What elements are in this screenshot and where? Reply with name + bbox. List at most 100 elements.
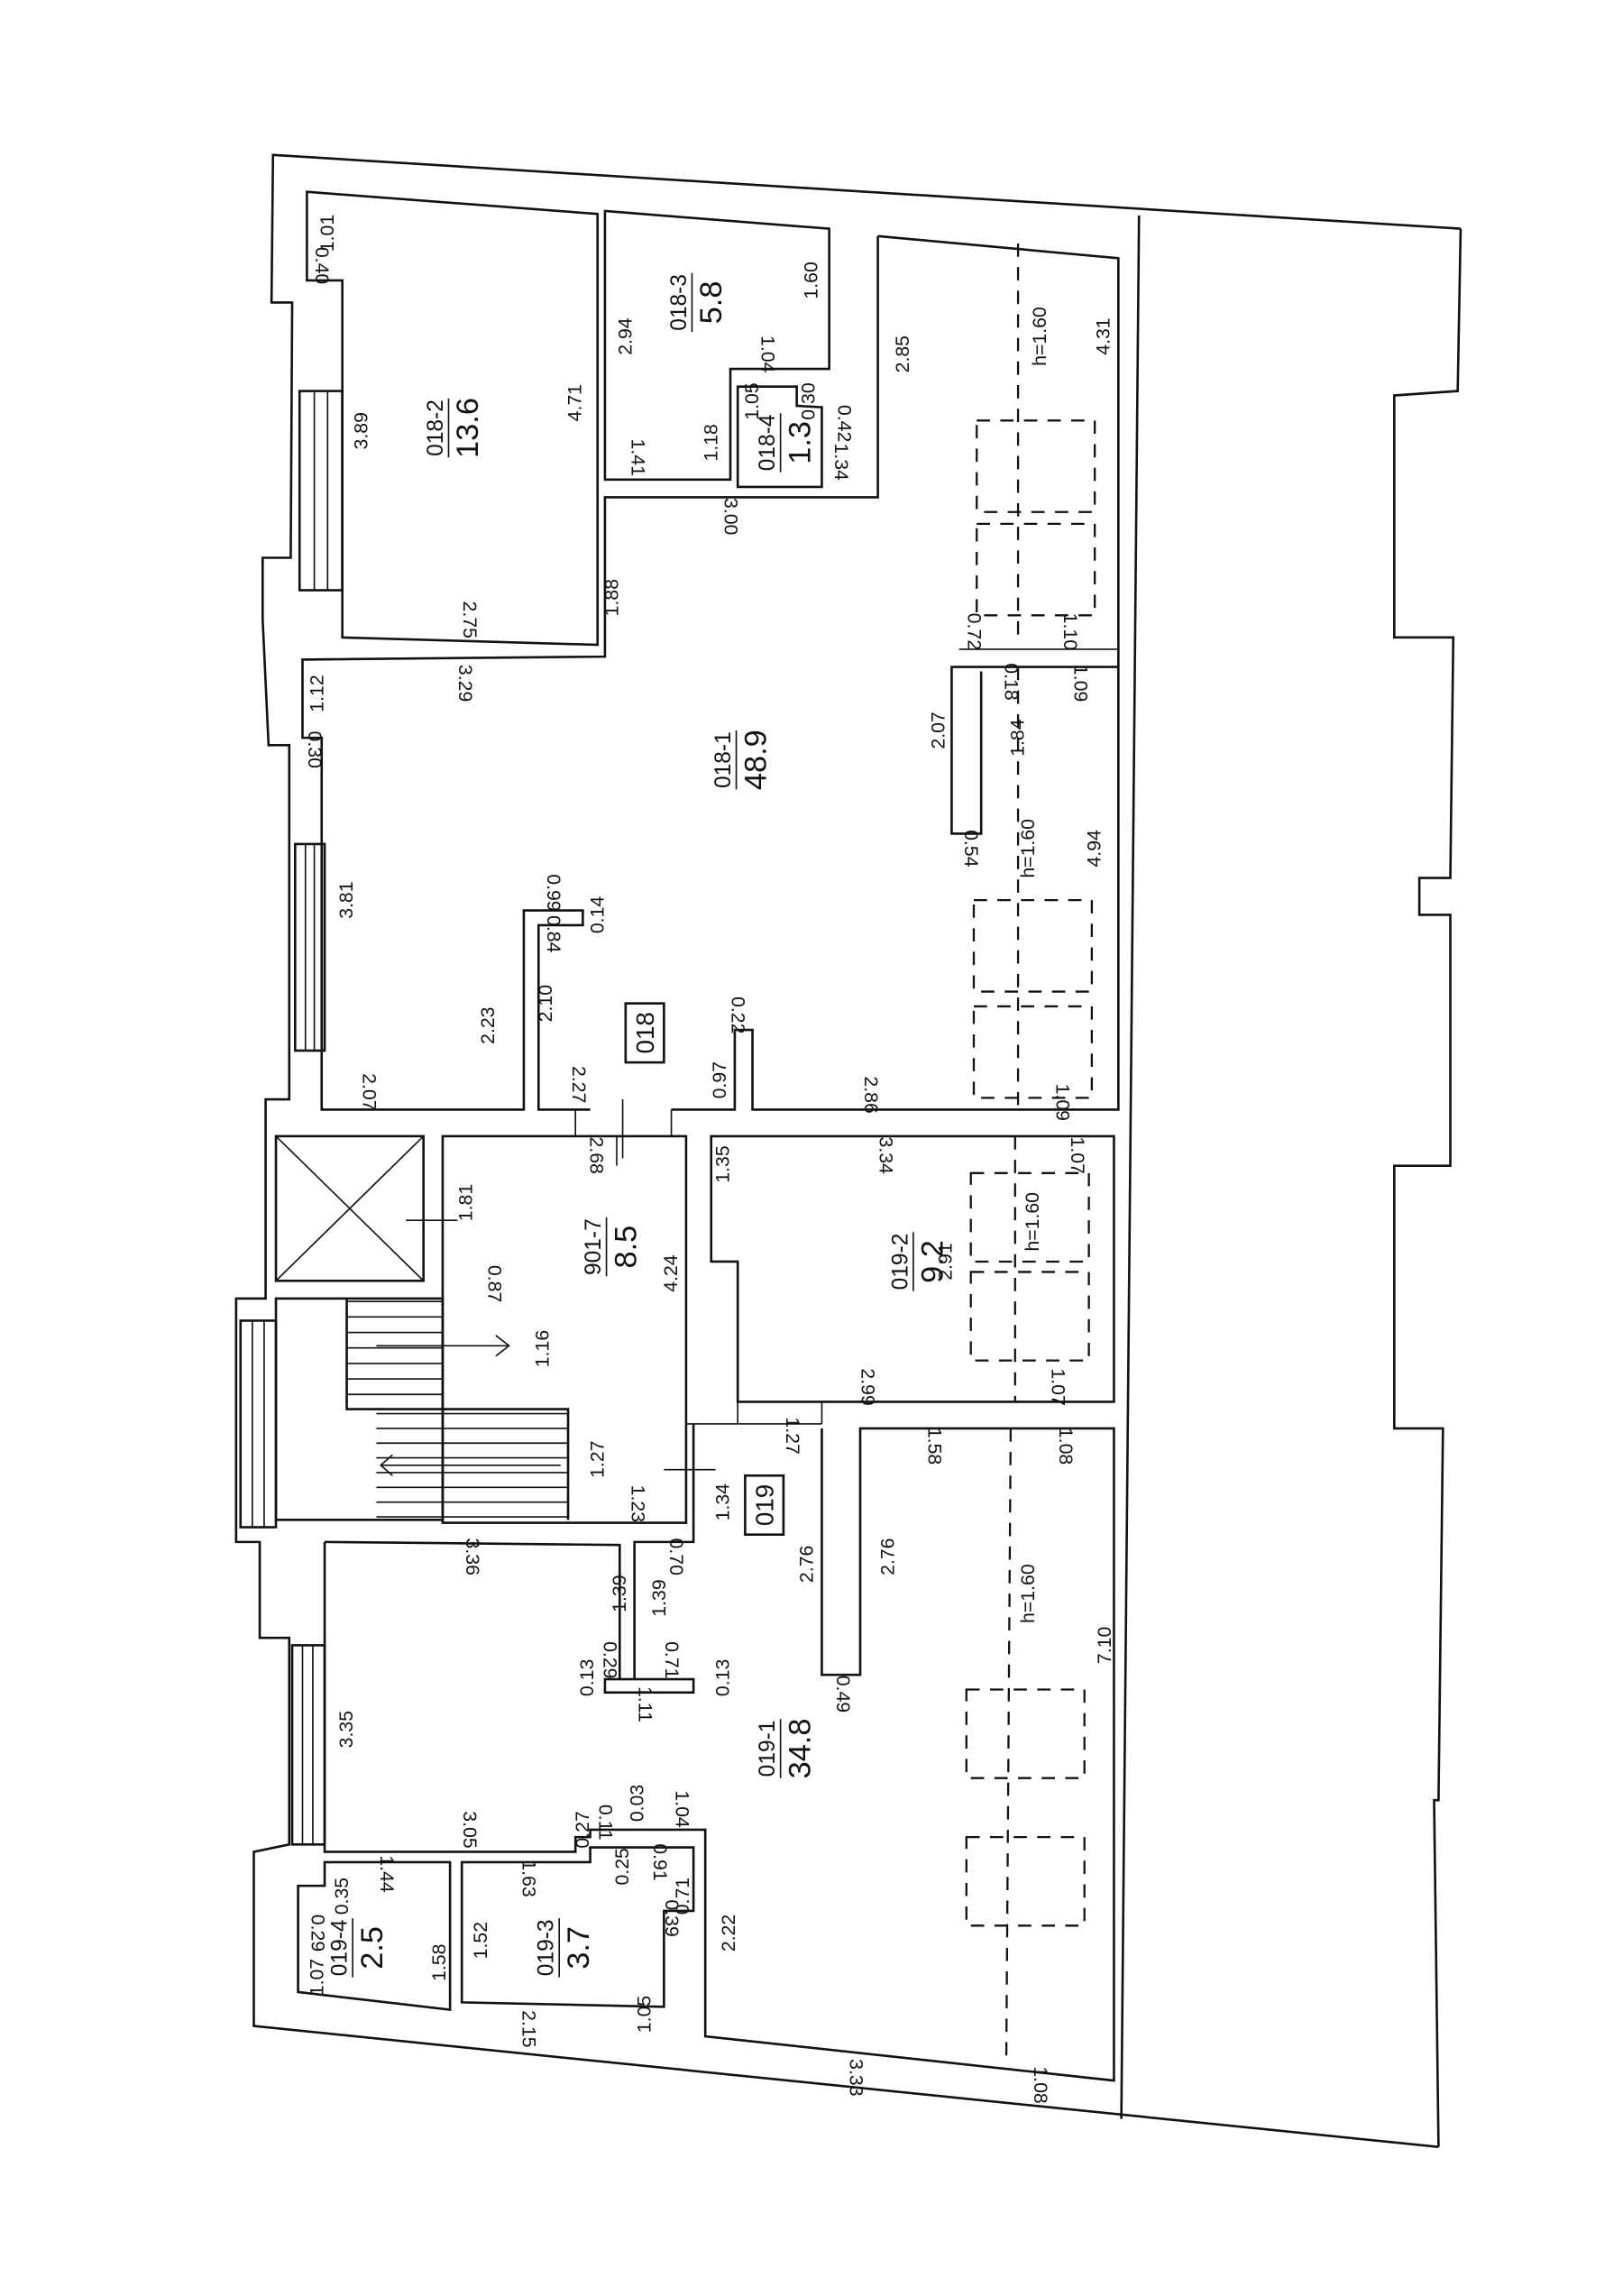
staircase [274,1297,570,1521]
dashed-equipment [965,243,1096,2066]
room-018-3-outline [603,209,830,482]
dimension-label: 0.71 [661,1641,683,1678]
dimension-label: 0.13 [576,1659,598,1696]
dimension-label: h=1.60 [1029,307,1050,366]
dimension-label: 0.42 [833,405,855,442]
walls [234,153,1463,2149]
room-019-4-outline [297,1860,452,2012]
dimension-label: 1.63 [518,1860,539,1896]
room-code: 019-4 [328,1919,353,1976]
dimension-label: 1.58 [428,1944,450,1981]
dimension-label: 3.29 [454,665,476,702]
dimension-label: 3.36 [462,1538,483,1575]
dimension-label: 0.14 [586,896,608,934]
dimension-label: 2.99 [857,1368,879,1405]
room-019-1-outline [693,1427,1115,2082]
section-label-018: 018 [624,1002,665,1064]
dimension-label: 1.88 [601,579,623,616]
dimension-label: 2.07 [359,1073,381,1110]
dimension-label: 1.05 [741,382,763,419]
dimension-label: 1.39 [609,1575,630,1612]
dimension-label: 1.81 [455,1184,477,1221]
section-label-019: 019 [744,1474,785,1537]
dimension-label: 2.15 [518,2010,539,2047]
room-code: 018-1 [711,731,736,788]
dimension-label: 0.29 [307,1915,328,1952]
dimension-label: 3.89 [350,412,371,449]
dimension-label: 3.34 [875,1136,896,1174]
room-code: 018-2 [424,400,448,456]
window [239,1319,278,1529]
room-area: 3.7 [562,1926,596,1970]
dimension-label: 3.05 [459,1811,481,1848]
dimension-label: 1.07 [1048,1368,1069,1405]
dimension-label: 0.49 [832,1676,854,1713]
dimension-label: 0.39 [661,1899,683,1936]
room-code: 901-7 [582,1218,606,1275]
dimension-label: 3.81 [335,881,357,918]
dimension-label: 1.84 [1007,719,1029,757]
room-area: 13.6 [451,398,485,458]
dimension-label: 1.04 [671,1790,692,1828]
dimension-label: 0.54 [960,830,982,868]
dimension-label: 2.68 [586,1136,608,1173]
dimension-label: 1.18 [700,424,721,461]
dimension-label: h=1.60 [1017,1564,1039,1623]
dimension-label: 0.30 [304,731,326,768]
dimension-label: 3.00 [720,498,741,535]
dimension-label: 0.71 [672,1878,693,1915]
room-code: 018-4 [756,414,780,471]
dimension-label: 0.35 [331,1878,353,1915]
room-019-3-outline [460,1846,695,2008]
dimension-label: 1.27 [782,1417,803,1454]
room-019-1-outline [633,1520,695,1680]
dimension-label: 2.22 [718,1915,739,1952]
room-area: 2.5 [355,1926,390,1970]
dimension-label: 0.03 [626,1785,647,1822]
room-area: 9.2 [916,1240,950,1283]
dimension-label: 2.76 [796,1546,818,1583]
dimension-label: 2.07 [927,712,949,748]
dimension-label: 7.10 [1094,1627,1115,1664]
dimension-label: 1.39 [648,1579,670,1616]
building-boundary [1120,215,1141,2119]
room-area: 48.9 [738,730,773,790]
dimension-label: 4.31 [1093,317,1114,354]
dimension-label: 1.58 [923,1428,945,1465]
room-area: 5.8 [694,281,729,325]
dimension-label: 1.34 [711,1483,733,1521]
dimension-labels: 1.010.403.894.712.752.941.601.041.181.41… [304,215,1115,2104]
dimension-label: 3.35 [335,1711,357,1748]
dimension-label: 1.44 [376,1855,398,1893]
room-code: 019-3 [535,1919,559,1976]
dimension-label: 1.12 [306,675,327,712]
dimension-label: 0.72 [963,613,985,650]
dimension-label: 0.91 [649,1843,671,1880]
dimension-label: 0.27 [572,1811,593,1848]
dimension-label: 2.91 [934,1243,956,1280]
dimension-label: 2.76 [877,1538,899,1575]
window [294,842,326,1052]
dimension-label: 1.34 [830,443,852,481]
dimension-label: h=1.60 [1022,1192,1043,1252]
room-code: 018-3 [667,274,692,331]
dimension-label: 2.94 [614,317,636,355]
dimension-label: 4.24 [660,1254,682,1292]
dimension-label: 1.23 [627,1485,648,1522]
stair-arrow-icon [495,1335,510,1357]
dimension-label: 0.70 [665,1538,687,1575]
room-code: 019-1 [756,1721,780,1777]
dimension-label: 1.16 [532,1330,554,1367]
dimension-label: 0.29 [599,1641,620,1678]
dimension-label: 0.87 [484,1265,506,1302]
